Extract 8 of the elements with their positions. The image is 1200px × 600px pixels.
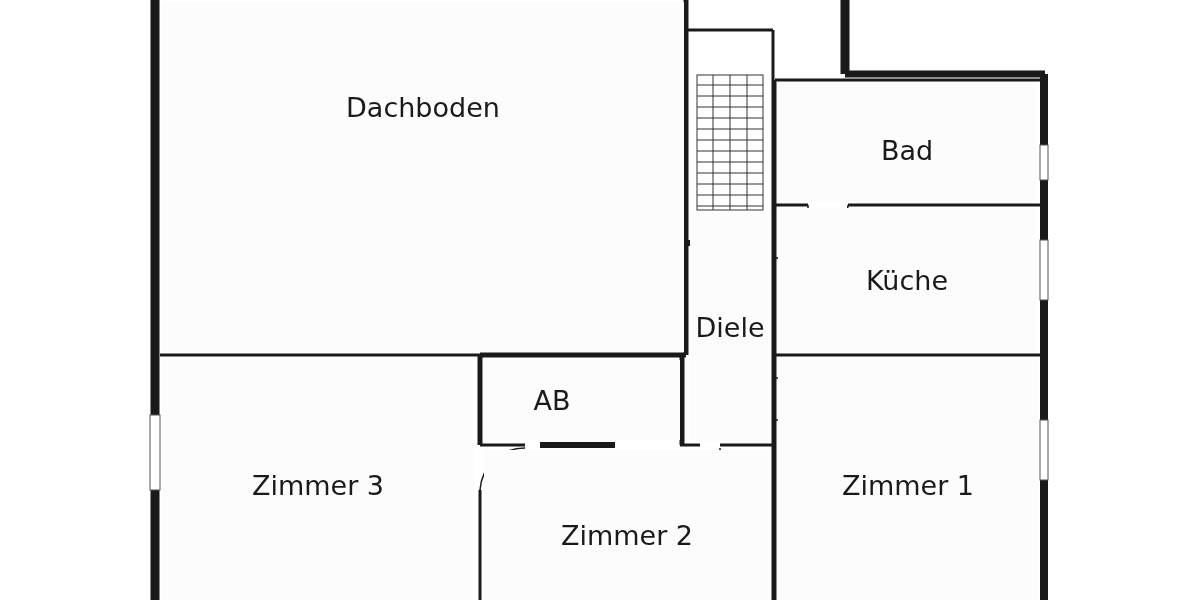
room-label: Zimmer 1 [841, 469, 975, 501]
room-label: Küche [865, 264, 948, 296]
room-label: Dachboden [346, 91, 500, 123]
room-label: Bad [880, 134, 934, 166]
room-label: Zimmer 2 [560, 519, 694, 551]
room-label: AB [533, 384, 571, 416]
room-label: Diele [695, 311, 765, 343]
room-label: Zimmer 3 [251, 469, 385, 501]
